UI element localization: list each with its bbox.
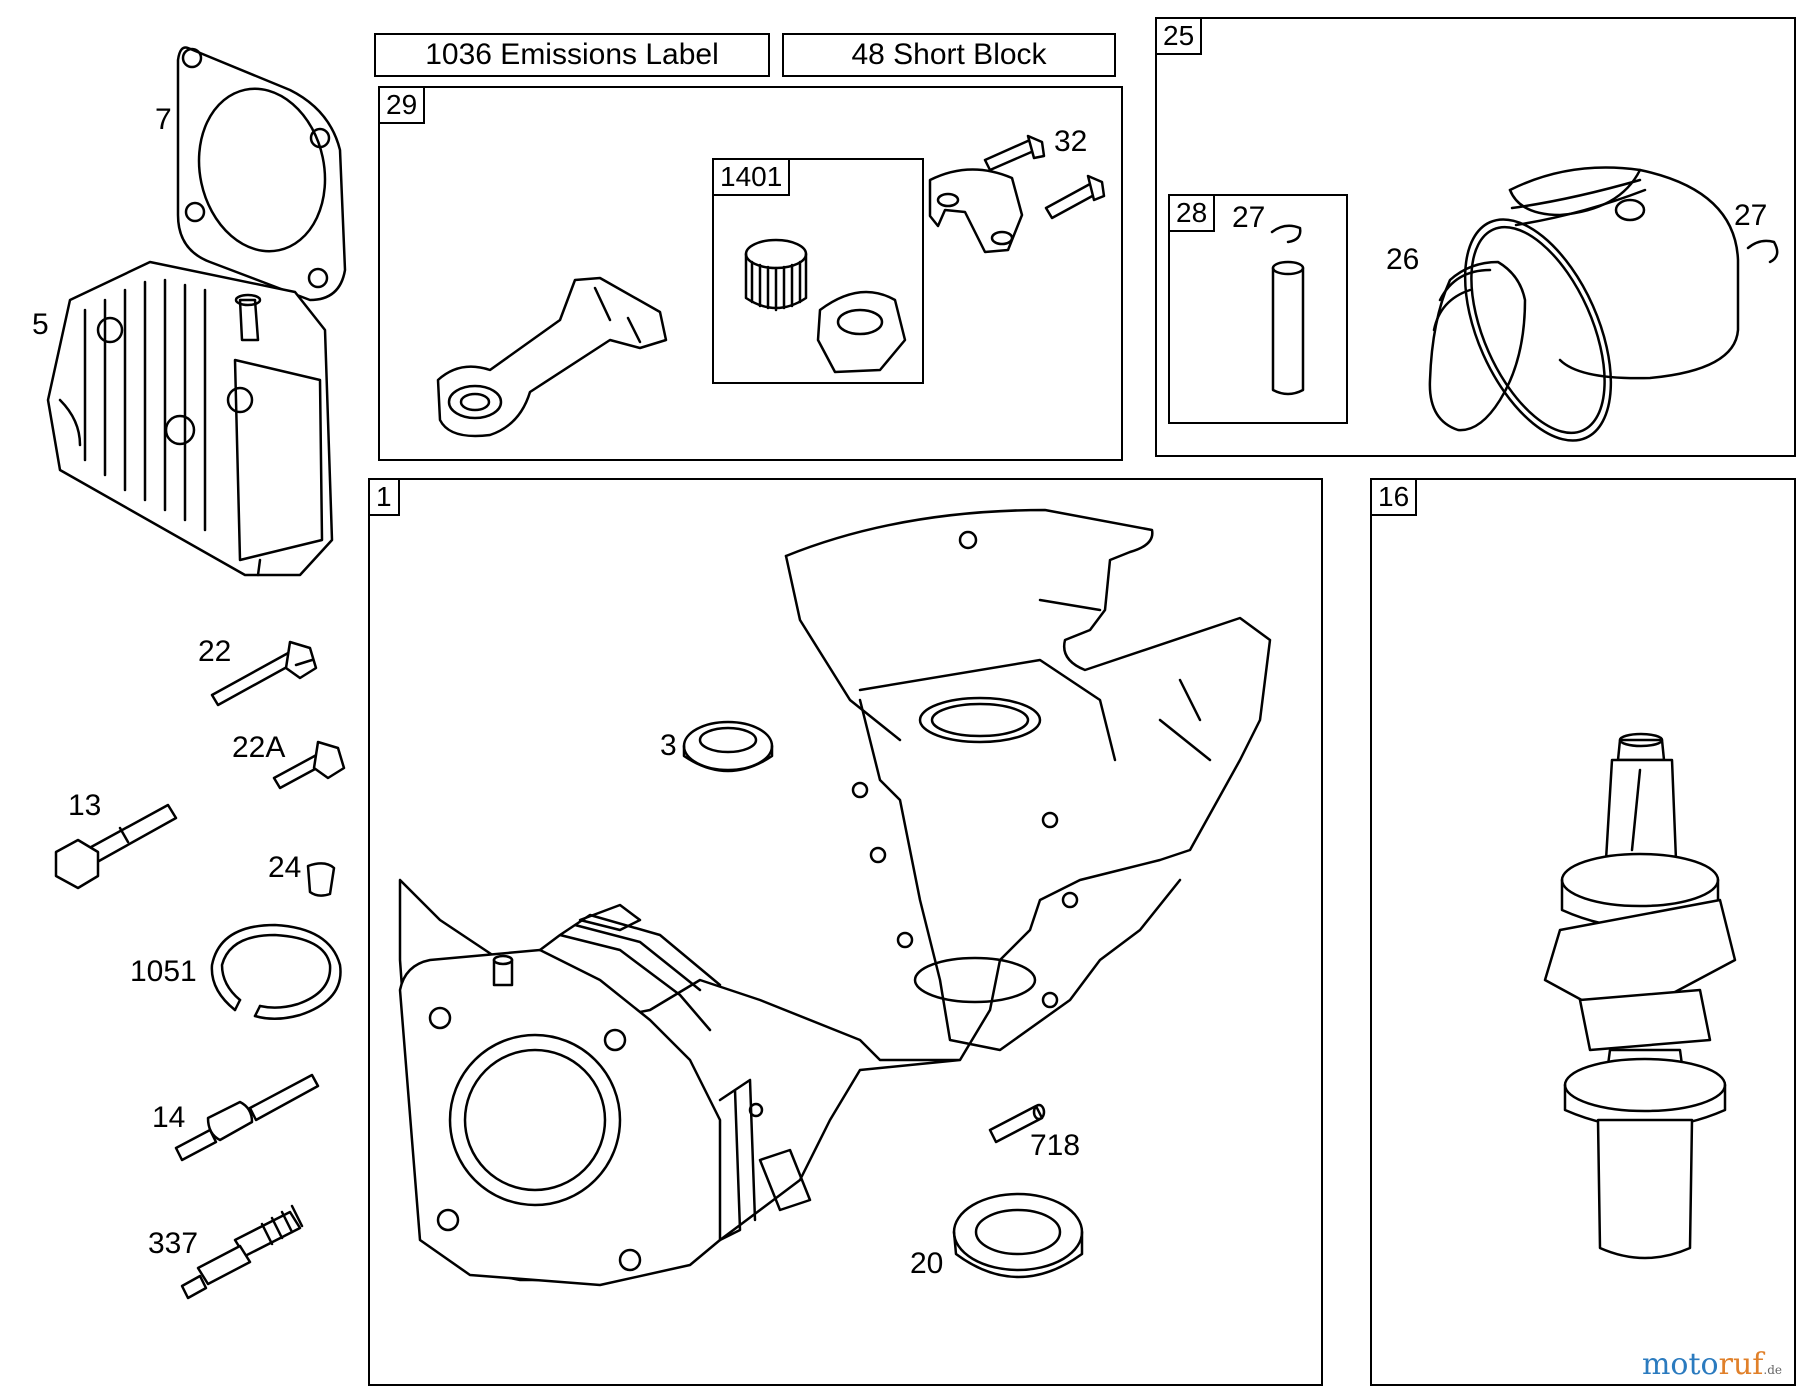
part-label-20: 20: [910, 1247, 944, 1280]
emissions-label-header: 1036 Emissions Label: [374, 33, 770, 77]
wrist-pin-drawing: [1270, 224, 1305, 396]
needle-bearing-drawing: [744, 238, 907, 374]
part-label-1051: 1051: [130, 955, 197, 988]
oil-seal-20-drawing: [952, 1192, 1084, 1279]
head-gasket-drawing: [176, 46, 347, 302]
ring-1051-drawing: [210, 923, 342, 1020]
part-label-32: 32: [1054, 125, 1088, 158]
part-label-22: 22: [198, 635, 232, 668]
crankshaft-drawing: [1543, 732, 1737, 1260]
part-label-26: 26: [1386, 243, 1420, 276]
group-28-tag: 28: [1170, 196, 1216, 232]
group-1-tag: 1: [370, 480, 400, 516]
cylinder-head-drawing: [46, 260, 334, 577]
group-29-tag: 29: [380, 88, 426, 124]
stud-14-drawing: [174, 1073, 320, 1162]
bolt-22a-drawing: [272, 740, 346, 790]
part-label-22a: 22A: [232, 731, 286, 764]
group-25-tag: 25: [1157, 19, 1203, 55]
part-label-24: 24: [268, 851, 302, 884]
rod-cap-drawing: [928, 134, 1106, 254]
part-label-3: 3: [660, 729, 677, 762]
piston-drawing: [1428, 166, 1779, 442]
part-label-5: 5: [32, 308, 49, 341]
part-label-337: 337: [148, 1227, 199, 1260]
dowel-pin-718-drawing: [988, 1103, 1046, 1144]
part-label-27-piston-clip: 27: [1734, 199, 1768, 232]
group-1401-box: 1401: [712, 158, 924, 384]
oil-seal-3-drawing: [682, 720, 774, 773]
part-label-27-pin-clip: 27: [1232, 201, 1266, 234]
group-16-tag: 16: [1372, 480, 1418, 516]
spark-plug-337-drawing: [180, 1204, 304, 1300]
part-label-7: 7: [155, 103, 172, 136]
watermark-logo: motoruf.de: [1641, 1347, 1782, 1382]
part-label-14: 14: [152, 1101, 186, 1134]
part-label-718: 718: [1030, 1129, 1081, 1162]
short-block-drawing: [398, 508, 1272, 1287]
part-label-13: 13: [68, 789, 102, 822]
bolt-22-drawing: [210, 640, 318, 707]
key-24-drawing: [306, 862, 336, 897]
connecting-rod-drawing: [436, 276, 668, 438]
short-block-header: 48 Short Block: [782, 33, 1116, 77]
bolt-13-drawing: [54, 803, 178, 890]
group-1401-tag: 1401: [714, 160, 791, 196]
group-28-box: 28: [1168, 194, 1348, 424]
